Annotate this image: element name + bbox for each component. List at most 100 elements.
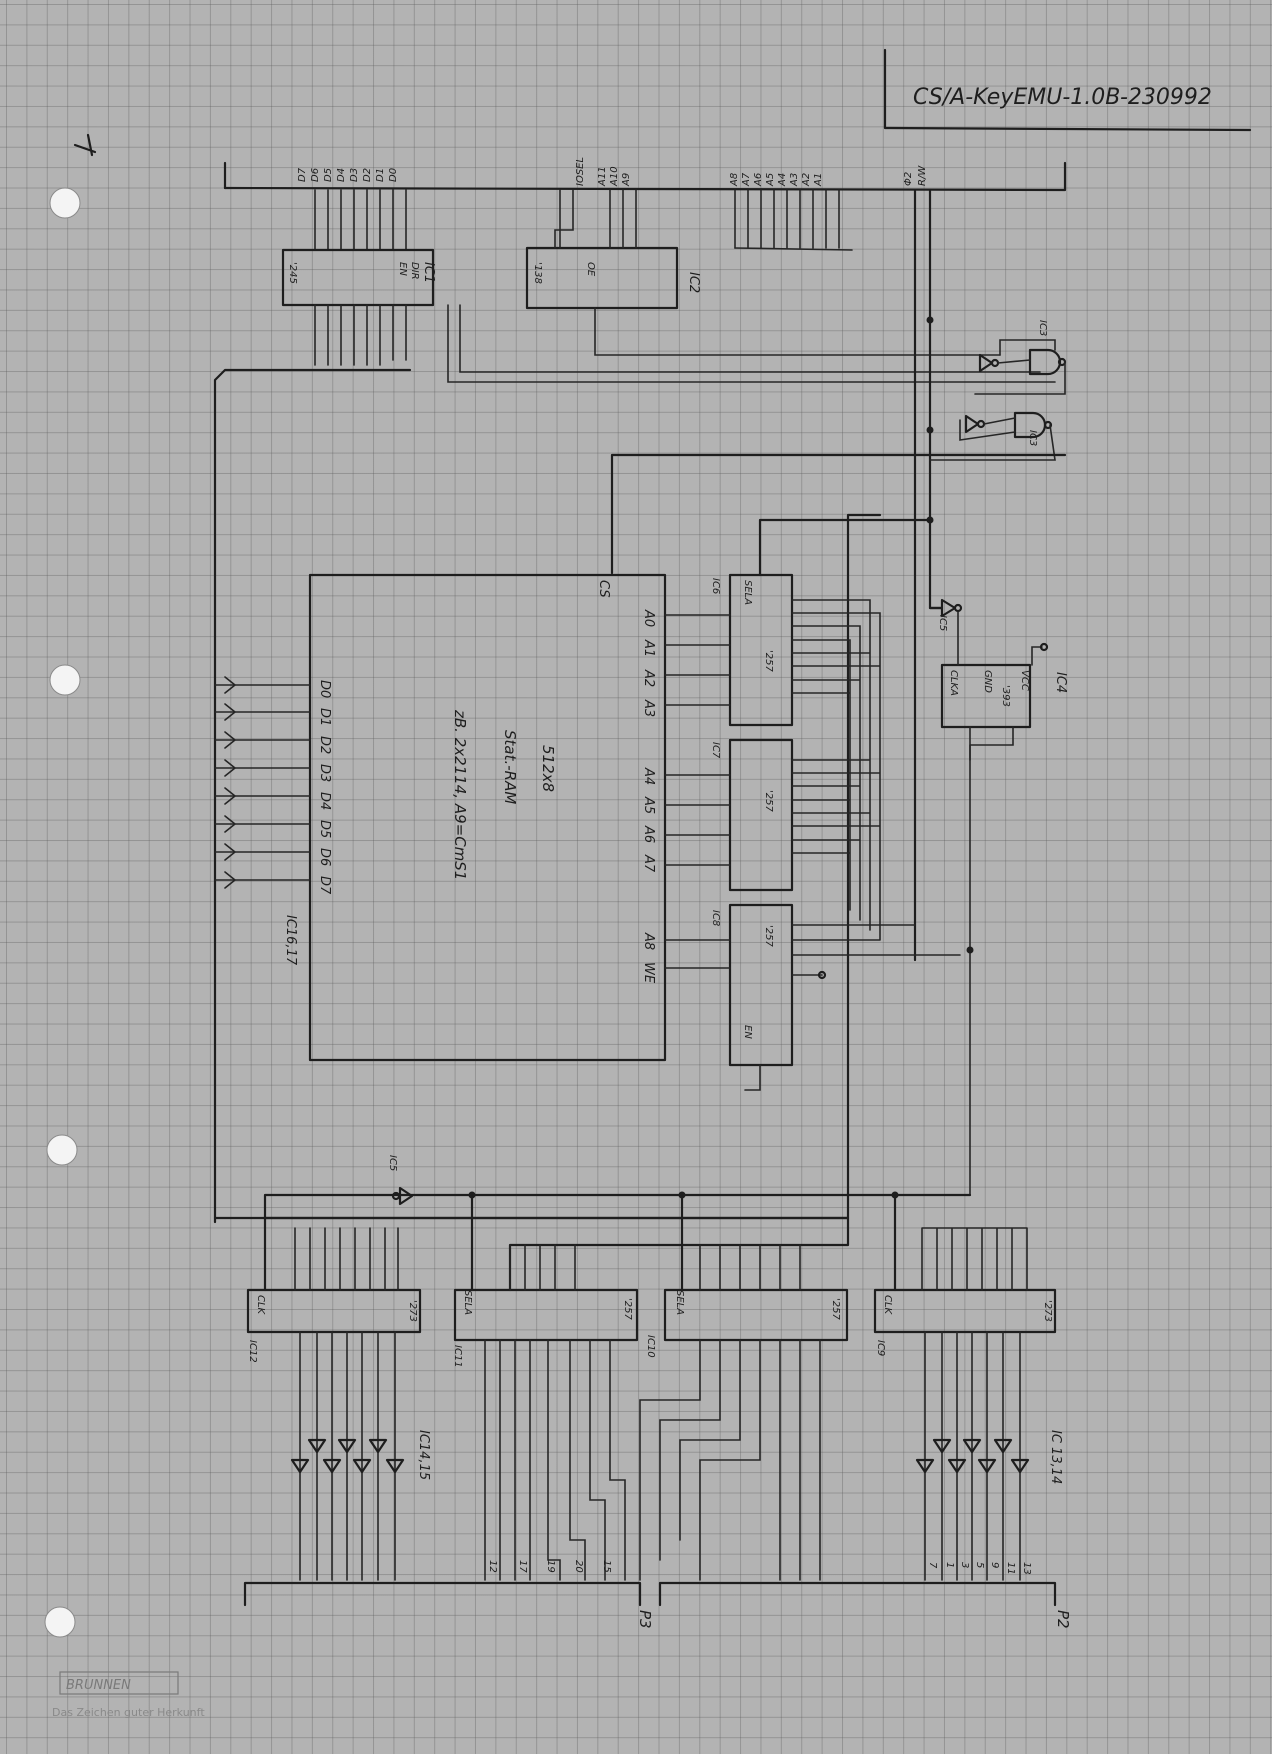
ic6-sel-line [758, 518, 932, 577]
pencil-mark [73, 133, 97, 157]
p3-pin: 17 [517, 1560, 528, 1573]
ic9-273: CLK '273 IC9 [873, 1227, 1057, 1356]
ic11-257: SELA '257 IC11 [452, 1288, 639, 1368]
p3-pin: 19 [545, 1560, 556, 1573]
ic5-inverter-bottom: IC5 [387, 1155, 414, 1206]
ic4-clka: CLKA [948, 670, 959, 696]
p2-pin: 11 [1005, 1562, 1016, 1575]
ic4-type: '393 [1000, 685, 1011, 707]
ic13-14-label: IC 13,14 [1048, 1430, 1063, 1484]
p2-pin: 5 [974, 1562, 985, 1568]
bus-label: A2 [801, 173, 812, 187]
ic1-control-lines [447, 304, 1056, 383]
bus-label: A10 [609, 166, 620, 187]
brand-tagline: Das Zeichen guter Herkunft [52, 1706, 205, 1719]
bus-label: D1 [375, 168, 386, 182]
ic12-label: IC12 [247, 1340, 258, 1363]
drawing-title: CS/A-KeyEMU-1.0B-230992 [913, 85, 1212, 110]
ic1-type: '245 [287, 262, 298, 284]
ic3-label-a: IC3 [1037, 320, 1048, 336]
address-bus-bar [734, 247, 853, 251]
ic5-label-a: IC5 [937, 615, 948, 631]
ic8-type: '257 [763, 925, 774, 947]
ram-data-0: D0 [317, 680, 332, 698]
ram-block: CS A0 A1 A2 A3 A4 A5 A6 A7 A8 WE D0 D1 D… [308, 573, 667, 1062]
ic12-type: '273 [407, 1300, 418, 1322]
ram-addr-2: A2 [641, 669, 656, 687]
connector-routing [484, 1339, 821, 1581]
ic1-245: IC1 '245 DIR EN [281, 248, 436, 307]
bus-labels-data: D7 [297, 167, 308, 182]
ic1-bus-lines [314, 189, 407, 251]
ic4-393: IC4 '393 CLKA VCC GND [879, 611, 1068, 1196]
punch-hole [49, 664, 81, 696]
connector-p2: P2 7 1 3 5 9 11 13 [658, 1562, 1072, 1629]
bus-label: D6 [310, 168, 321, 182]
mux-bottom-input-lines [509, 1244, 801, 1291]
bus-label: A7 [741, 172, 752, 187]
bus-label-rw: R/W [917, 165, 928, 186]
ic7-label: IC7 [710, 742, 721, 759]
ram-data-loop [213, 368, 882, 1220]
bus-label: A11 [597, 166, 608, 187]
ic7-257: IC7 '257 [710, 738, 794, 892]
address-bus-stubs [734, 189, 840, 249]
ram-data-taps [214, 676, 311, 889]
ic5-label-b: IC5 [387, 1155, 398, 1171]
ic6-257: IC6 '257 SELA [710, 573, 794, 727]
ram-data-3: D3 [317, 764, 332, 782]
ic11-label: IC11 [452, 1345, 463, 1368]
p2-pin: 7 [927, 1562, 938, 1569]
p3-pin: 15 [601, 1560, 612, 1573]
ic8-257: IC8 '257 EN [710, 903, 794, 1067]
connector-p3: P3 12 17 19 20 15 [243, 1560, 654, 1629]
bottom-control-bus [213, 1193, 972, 1292]
punch-hole [46, 1134, 78, 1166]
ic14-15-label: IC14,15 [416, 1430, 431, 1480]
ic8-ground [744, 1064, 761, 1091]
title-block: CS/A-KeyEMU-1.0B-230992 [883, 48, 1252, 132]
bus-label-phi2: Φ2 [903, 172, 914, 186]
bus-label: D5 [323, 168, 334, 182]
p2-pin: 9 [989, 1562, 1000, 1568]
brand-name: BRUNNEN [66, 1678, 131, 1693]
ram-cs-line [610, 453, 1067, 575]
ic10-257: SELA '257 IC10 [645, 1288, 849, 1358]
ram-mux-address-lines [664, 614, 731, 969]
ram-addr-3: A3 [641, 699, 656, 717]
ic2-output-line [594, 307, 1001, 356]
ram-addr-8: A8 [641, 932, 656, 950]
ic8-en-pin: EN [742, 1025, 753, 1039]
bus-label: A9 [621, 173, 632, 187]
bus-label: A3 [789, 173, 800, 187]
ram-data-7: D7 [317, 876, 332, 895]
bus-label: A4 [777, 173, 788, 187]
ic13-14-inverters: IC 13,14 [915, 1331, 1063, 1581]
ic9-type: '273 [1042, 1300, 1053, 1322]
ram-cs-pin: CS [596, 580, 611, 598]
ram-data-5: D5 [317, 820, 332, 838]
ic8-label: IC8 [710, 910, 721, 926]
ram-data-1: D1 [317, 708, 332, 726]
ic10-sela: SELA [674, 1290, 685, 1315]
ram-addr-1: A1 [641, 639, 656, 657]
ic4-gnd: GND [982, 670, 993, 693]
p3-pin: 12 [487, 1560, 498, 1573]
ram-data-2: D2 [317, 736, 332, 754]
ram-addr-0: A0 [641, 609, 656, 627]
ic4-vcc: VCC [1019, 670, 1030, 691]
bus-label: D2 [362, 168, 373, 182]
ic6-label: IC6 [710, 578, 721, 594]
paper-brand-logo: BRUNNEN Das Zeichen guter Herkunft [52, 1671, 205, 1719]
ram-type-text: Stat.-RAM [501, 730, 519, 804]
ram-addr-4: A4 [641, 767, 656, 785]
ic11-sela: SELA [462, 1290, 473, 1315]
ram-addr-7: A7 [641, 854, 656, 873]
punch-hole [49, 187, 81, 219]
ic11-type: '257 [622, 1298, 633, 1320]
bus-label: D4 [336, 168, 347, 182]
ram-data-4: D4 [317, 792, 332, 810]
ram-we-pin: WE [641, 962, 656, 984]
p2-pin: 13 [1021, 1562, 1032, 1575]
ic2-input-lines [554, 189, 637, 249]
